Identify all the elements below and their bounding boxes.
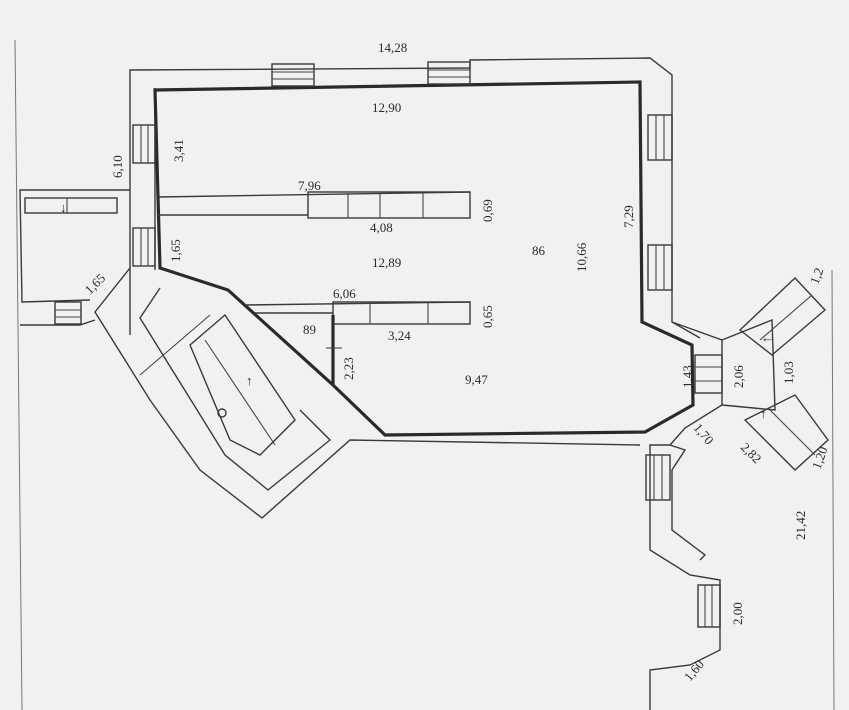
page-edge-right: [831, 269, 835, 710]
main-room-walls: [153, 80, 695, 437]
dim-label: 0,69: [480, 199, 495, 222]
partition-lower: [244, 301, 471, 385]
stair-arrow-icon: ←: [761, 330, 774, 345]
dim-label: 6,06: [333, 286, 356, 301]
dim-label: 1,20: [809, 445, 831, 472]
dim-label: 10,66: [574, 242, 589, 272]
vestibule: [649, 318, 776, 710]
dim-label: 7,29: [621, 205, 636, 228]
page-edge-left: [14, 39, 23, 710]
arrow-down-icon: ↓: [60, 200, 67, 215]
dim-label: 12,89: [372, 255, 401, 270]
dim-label: 1,43: [680, 365, 695, 388]
outer-walls: [19, 57, 701, 519]
dim-label: 7,96: [298, 178, 321, 193]
dim-label: 2,06: [731, 365, 746, 388]
dim-label: 14,28: [378, 40, 407, 55]
stair-arrow-icon: ↑: [760, 406, 767, 421]
right-stairs: ← ↑: [738, 277, 829, 471]
room-area-label: 86: [532, 243, 546, 258]
room-area-label: 89: [303, 322, 316, 337]
dim-label: 1,2: [807, 266, 827, 286]
dim-label: 12,90: [372, 100, 401, 115]
left-staircase: ↑ ↓: [60, 200, 296, 456]
dim-label: 0,65: [480, 305, 495, 328]
dim-label: 2,23: [341, 357, 356, 380]
stair-arrow-icon: ↑: [246, 373, 253, 388]
dim-label: 4,08: [370, 220, 393, 235]
partition-upper: [157, 191, 471, 219]
dim-label: 21,42: [793, 511, 808, 540]
dim-label: 1,65: [168, 239, 183, 262]
dim-label: 3,41: [171, 139, 186, 162]
dim-label: 2,00: [730, 602, 745, 625]
dim-label: 9,47: [465, 372, 488, 387]
windows: [54, 61, 721, 628]
dim-label: 3,24: [388, 328, 411, 343]
dim-label: 1,03: [781, 361, 796, 384]
dim-label: 6,10: [110, 155, 125, 178]
